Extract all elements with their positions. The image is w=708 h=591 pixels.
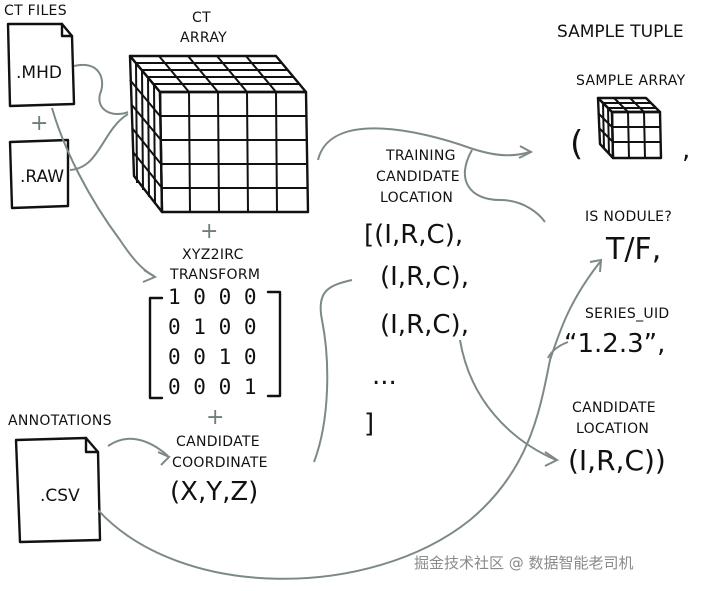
- plus-sign: +: [206, 405, 224, 430]
- connector-arrow: [317, 127, 531, 161]
- arrowhead: [589, 258, 603, 273]
- series-uid-label: SERIES_UID: [585, 306, 669, 322]
- connector-arrow: [463, 149, 546, 223]
- identity-matrix: 1 0 0 0 0 1 0 0 0 0 1 0 0 0 0 1: [148, 285, 282, 400]
- candidate-list-item: (I,R,C),: [380, 310, 469, 340]
- series-uid-value: “1.2.3”,: [564, 329, 665, 359]
- mhd-label: .MHD: [16, 63, 62, 83]
- candidate-list-item: ...: [372, 361, 397, 391]
- candidate-list-item: [(I,R,C),: [364, 220, 463, 250]
- training-label: TRAINING: [385, 148, 456, 164]
- matrix-row: 0 0 0 1: [168, 375, 257, 399]
- raw-label: .RAW: [20, 167, 64, 187]
- connector-arrow: [547, 341, 569, 359]
- arrowhead: [518, 145, 534, 159]
- watermark-text: 掘金技术社区 @ 数据智能老司机: [414, 554, 634, 572]
- matrix-row: 1 0 0 0: [168, 285, 257, 309]
- csv-file-icon: [14, 436, 102, 544]
- connector-arrow: [313, 279, 353, 463]
- candidate-coordinate-label: COORDINATE: [172, 455, 268, 471]
- csv-label: .CSV: [40, 486, 80, 506]
- ct-files-label: CT FILES: [4, 3, 67, 19]
- connector-arrow: [51, 107, 155, 277]
- ct-array-label: CT: [192, 10, 211, 26]
- candidate-list-item: (I,R,C),: [380, 262, 469, 292]
- candidate-location-label: LOCATION: [576, 421, 649, 437]
- training-label: LOCATION: [380, 190, 453, 206]
- transform-label: TRANSFORM: [169, 267, 260, 283]
- connector-arrow: [97, 261, 601, 580]
- ct-array-cube: [128, 54, 310, 214]
- xyz-coordinate: (X,Y,Z): [170, 477, 258, 507]
- plus-sign: +: [200, 219, 218, 244]
- tuple-open-paren: (: [570, 124, 583, 164]
- connector-arrows: [51, 63, 603, 580]
- raw-file-icon: [8, 138, 70, 210]
- connector-arrow: [459, 339, 557, 461]
- candidate-location-value: (I,R,C)): [568, 444, 666, 477]
- candidate-list-item: ]: [364, 409, 374, 439]
- candidate-coordinate-label: CANDIDATE: [176, 434, 260, 450]
- sample-array-label: SAMPLE ARRAY: [576, 73, 686, 89]
- arrowhead: [544, 451, 559, 467]
- transform-label: XYZ2IRC: [182, 247, 244, 263]
- is-nodule-value: T/F,: [605, 232, 661, 267]
- mhd-file-icon: [6, 22, 76, 108]
- connector-arrow: [73, 63, 129, 115]
- connector-arrow: [107, 437, 169, 457]
- connector-arrow: [69, 113, 129, 171]
- arrowhead: [142, 269, 158, 283]
- annotations-label: ANNOTATIONS: [8, 413, 112, 429]
- training-label: CANDIDATE: [376, 169, 460, 185]
- sample-tuple-title: SAMPLE TUPLE: [557, 22, 684, 42]
- arrowhead: [157, 451, 171, 466]
- is-nodule-label: IS NODULE?: [585, 209, 672, 225]
- matrix-row: 0 0 1 0: [168, 345, 257, 369]
- plus-sign: +: [30, 111, 48, 136]
- candidate-location-label: CANDIDATE: [572, 400, 656, 416]
- matrix-row: 0 1 0 0: [168, 315, 257, 339]
- tuple-comma: ,: [682, 135, 690, 165]
- ct-array-label: ARRAY: [180, 30, 227, 46]
- sample-array-cube: [596, 96, 663, 160]
